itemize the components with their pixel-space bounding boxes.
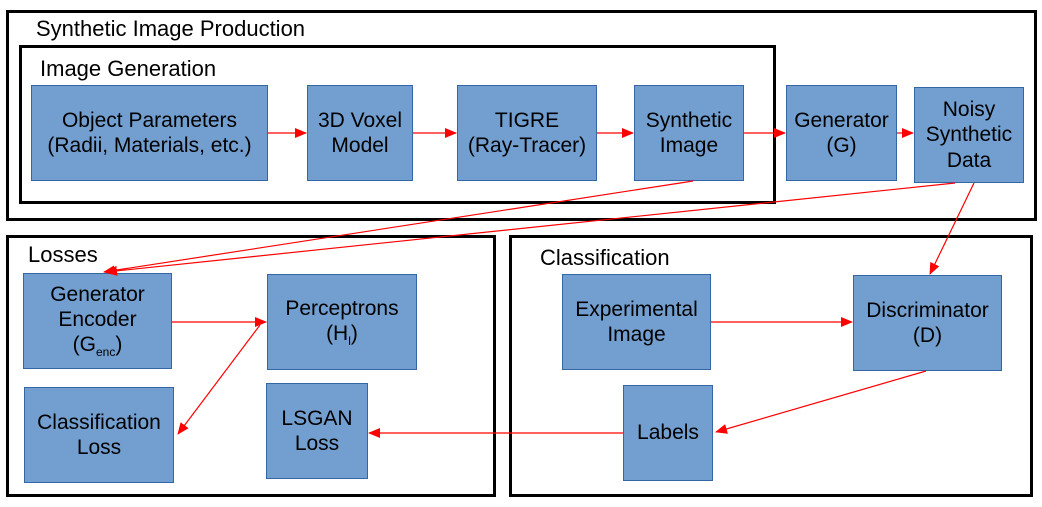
node-label: (Hl): [326, 321, 358, 348]
object-parameters-node: Object Parameters (Radii, Materials, etc…: [31, 85, 268, 181]
noisy-synthetic-data-node: Noisy Synthetic Data: [914, 87, 1024, 183]
node-label: Model: [331, 134, 389, 157]
classification-title: Classification: [540, 245, 670, 270]
node-label: (G): [826, 134, 857, 157]
node-label: Discriminator: [866, 298, 989, 322]
node-label: Perceptrons: [285, 296, 399, 320]
node-label: Synthetic: [645, 108, 733, 132]
experimental-image-node: Experimental Image: [562, 274, 711, 370]
node-label: (Ray-Tracer): [467, 134, 587, 157]
node-label: Data: [946, 148, 992, 172]
synthetic-image-node: Synthetic Image: [634, 85, 744, 181]
node-label: Image: [659, 134, 719, 157]
node-label: Encoder: [58, 308, 137, 332]
node-label: (Radii, Materials, etc.): [47, 134, 252, 157]
voxel-model-node: 3D Voxel Model: [307, 85, 413, 181]
node-label: 3D Voxel: [317, 108, 403, 132]
discriminator-node: Discriminator (D): [853, 275, 1002, 371]
generator-node: Generator (G): [786, 85, 897, 181]
losses-title: Losses: [28, 242, 98, 267]
node-label: Noisy: [942, 98, 996, 122]
node-label: (D): [912, 324, 943, 347]
synthetic-production-title: Synthetic Image Production: [36, 16, 306, 41]
node-label: Object Parameters: [61, 108, 238, 132]
node-label: Labels: [637, 421, 699, 445]
node-label: Loss: [294, 432, 340, 455]
node-label: Image: [607, 323, 666, 346]
node-label: Generator: [50, 283, 145, 307]
node-label: Synthetic: [925, 123, 1013, 147]
image-generation-title: Image Generation: [40, 56, 217, 81]
node-label: (Genc): [72, 333, 123, 360]
node-label: LSGAN: [281, 406, 353, 430]
node-label: Loss: [76, 436, 122, 459]
lsgan-loss-node: LSGAN Loss: [266, 383, 368, 479]
perceptrons-node: Perceptrons (Hl): [267, 274, 417, 370]
node-label: Classification: [37, 410, 161, 434]
labels-node: Labels: [623, 385, 713, 481]
node-label: Generator: [794, 108, 889, 132]
node-label: TIGRE: [494, 108, 560, 132]
node-label: Experimental: [575, 297, 698, 321]
tigre-node: TIGRE (Ray-Tracer): [457, 85, 597, 181]
classification-loss-node: Classification Loss: [24, 387, 174, 483]
generator-encoder-node: Generator Encoder (Genc): [23, 273, 172, 369]
